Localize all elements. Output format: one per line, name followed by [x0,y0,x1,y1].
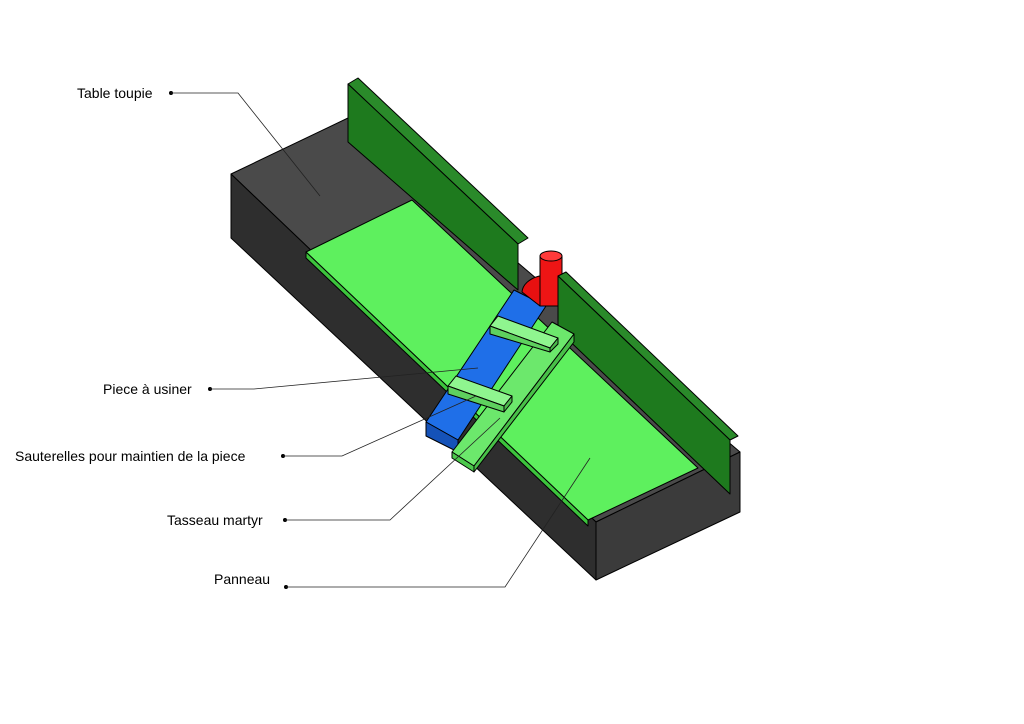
fence-left [347,77,529,291]
leader-line [210,367,479,390]
toggle-clamp-lower [447,375,513,413]
clamp-lower-side [503,395,513,413]
label-sauterelles: Sauterelles pour maintien de la piece [15,448,246,464]
clamp-upper-side [549,337,559,353]
leader-line [286,457,591,588]
callout-panneau: Panneau [214,457,591,589]
label-table-toupie: Table toupie [77,85,153,101]
leader-line [171,92,321,197]
toggle-clamp-upper [489,315,559,353]
callout-sauterelles: Sauterelles pour maintien de la piece [15,395,477,464]
label-tasseau-martyr: Tasseau martyr [167,512,263,528]
batten-side [473,333,575,473]
leader-line [285,417,501,521]
sacrificial-batten [451,321,575,473]
cutter-shaft-top [539,250,563,262]
callout-tasseau-martyr: Tasseau martyr [167,417,501,528]
leader-line [283,395,477,457]
callout-table-toupie: Table toupie [77,85,321,197]
fence-right [557,271,739,495]
router-table-front-face [595,451,741,581]
fence-right-front [557,275,731,495]
callout-piece-a-usiner: Piece à usiner [103,367,479,397]
fence-left-front [347,83,519,291]
label-panneau: Panneau [214,571,270,587]
label-piece-a-usiner: Piece à usiner [103,381,192,397]
